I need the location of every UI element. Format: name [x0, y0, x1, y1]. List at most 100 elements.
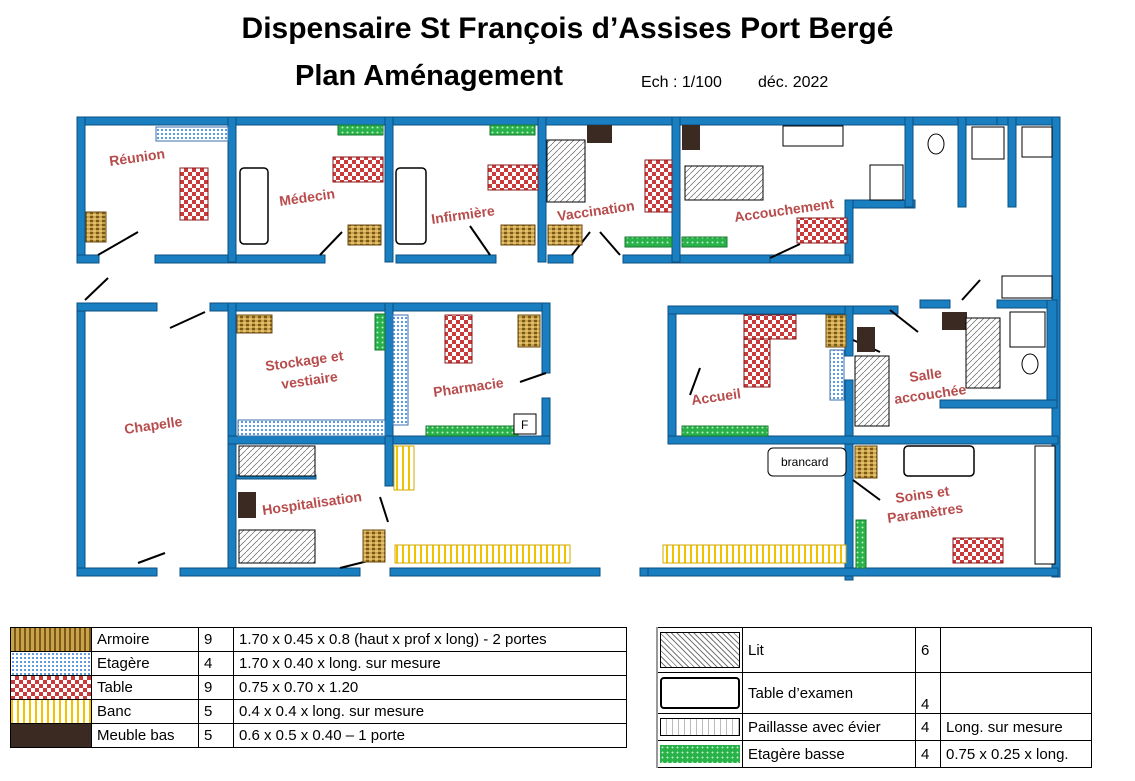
- lit: [546, 139, 586, 203]
- legend-qty: 4: [915, 740, 941, 768]
- room-reunion: Réunion: [108, 145, 166, 169]
- legend-swatch-banc: [10, 699, 92, 724]
- meubles-bas: [238, 125, 967, 518]
- lit: [238, 445, 316, 477]
- legend-swatch-table-examen: [657, 672, 743, 714]
- armoire: [517, 314, 541, 348]
- sanitaires: [869, 126, 1053, 375]
- legend-desc: 0.75 x 0.25 x long.: [940, 740, 1092, 768]
- table: [179, 167, 209, 221]
- paillasse: [1001, 275, 1053, 299]
- toilet: [927, 133, 945, 155]
- legend-row: Table d’examen 4: [656, 672, 1092, 714]
- table-examen: [239, 167, 269, 245]
- tables: [179, 156, 1004, 564]
- legend-qty: 9: [198, 627, 234, 652]
- legend-row: Etagère 4 1.70 x 0.40 x long. sur mesure: [10, 651, 627, 676]
- legend-qty: 4: [198, 651, 234, 676]
- legend-swatch-etagere-basse: [657, 740, 743, 768]
- legend-desc: 0.4 x 0.4 x long. sur mesure: [233, 699, 627, 724]
- table: [332, 156, 384, 183]
- etageres-basses: [337, 124, 867, 569]
- meuble-bas: [857, 327, 875, 352]
- lit: [238, 529, 316, 564]
- shower: [1009, 311, 1046, 348]
- etagere-basse: [681, 425, 769, 437]
- etagere-basse: [337, 124, 384, 136]
- legend-qty: 5: [198, 723, 234, 748]
- fridge-label: F: [521, 418, 528, 432]
- legend-name: Banc: [91, 699, 199, 724]
- table: [952, 537, 1004, 564]
- table: [743, 314, 797, 340]
- legend-desc: 1.70 x 0.45 x 0.8 (haut x prof x long) -…: [233, 627, 627, 652]
- etagere: [237, 419, 386, 437]
- lit: [854, 355, 890, 427]
- legend-swatch-lit: [657, 627, 743, 673]
- lit: [684, 165, 764, 201]
- bancs: [393, 445, 847, 564]
- legend-table-right: Lit 6 Table d’examen 4 Paillasse avec év…: [656, 627, 1092, 768]
- paillasses: [782, 125, 1056, 565]
- table: [644, 159, 673, 213]
- table-examen: [395, 167, 427, 245]
- armoire: [547, 224, 583, 246]
- meuble-bas: [238, 492, 256, 518]
- lits: [238, 139, 1001, 564]
- legend-desc: 0.75 x 0.70 x 1.20: [233, 675, 627, 700]
- armoire: [854, 445, 878, 479]
- room-stockage-2: vestiaire: [280, 368, 339, 392]
- etagere-basse: [624, 236, 673, 248]
- legend-qty: 9: [198, 675, 234, 700]
- legend-name: Etagère basse: [742, 740, 916, 768]
- armoire: [347, 224, 382, 246]
- legend-name: Meuble bas: [91, 723, 199, 748]
- tables-examen: [239, 167, 975, 477]
- legend-desc: Long. sur mesure: [940, 713, 1092, 741]
- etagere-basse: [489, 124, 536, 136]
- etagere: [392, 314, 409, 426]
- lit: [965, 317, 1001, 389]
- armoire: [236, 314, 273, 334]
- etagere-basse: [374, 313, 386, 351]
- legend-row: Meuble bas 5 0.6 x 0.5 x 0.40 – 1 porte: [10, 723, 627, 748]
- legend-row: Armoire 9 1.70 x 0.45 x 0.8 (haut x prof…: [10, 627, 627, 652]
- walls: [76, 116, 1061, 581]
- floor-plan: Réunion Médecin Infirmière Vaccination A…: [76, 116, 1061, 581]
- banc: [394, 544, 571, 564]
- legend-row: Lit 6: [656, 627, 1092, 673]
- legend-name: Armoire: [91, 627, 199, 652]
- legend-row: Etagère basse 4 0.75 x 0.25 x long.: [656, 740, 1092, 768]
- paillasse: [1034, 445, 1056, 565]
- legend-name: Paillasse avec évier: [742, 713, 916, 741]
- armoire: [362, 529, 386, 563]
- legend-swatch-paillasse: [657, 713, 743, 741]
- meuble-bas: [942, 312, 967, 330]
- legend-swatch-table: [10, 675, 92, 700]
- brancard-box: [767, 447, 847, 477]
- legend-table: Armoire 9 1.70 x 0.45 x 0.8 (haut x prof…: [10, 627, 627, 748]
- scale-label: Ech : 1/100: [641, 74, 722, 91]
- meuble-bas: [587, 125, 612, 143]
- legend-name: Table d’examen: [742, 672, 916, 714]
- shower: [1021, 126, 1053, 158]
- legend-desc: 0.6 x 0.5 x 0.40 – 1 porte: [233, 723, 627, 748]
- shower: [869, 164, 904, 201]
- armoires: [85, 211, 878, 563]
- room-infirmiere: Infirmière: [430, 202, 496, 227]
- brancard-label: brancard: [781, 455, 828, 469]
- legend-row: Table 9 0.75 x 0.70 x 1.20: [10, 675, 627, 700]
- meuble-bas: [682, 125, 700, 150]
- etagere-basse: [855, 519, 867, 569]
- armoire: [500, 224, 536, 246]
- room-medecin: Médecin: [278, 185, 336, 209]
- legend-desc: [940, 672, 1092, 714]
- armoire: [85, 211, 107, 243]
- legend-swatch-armoire: [10, 627, 92, 652]
- table: [796, 217, 848, 244]
- paillasse: [782, 125, 844, 147]
- etageres: [155, 126, 845, 437]
- room-chapelle: Chapelle: [123, 413, 183, 437]
- fridge-box: [513, 413, 537, 435]
- legend-qty: 6: [915, 627, 941, 673]
